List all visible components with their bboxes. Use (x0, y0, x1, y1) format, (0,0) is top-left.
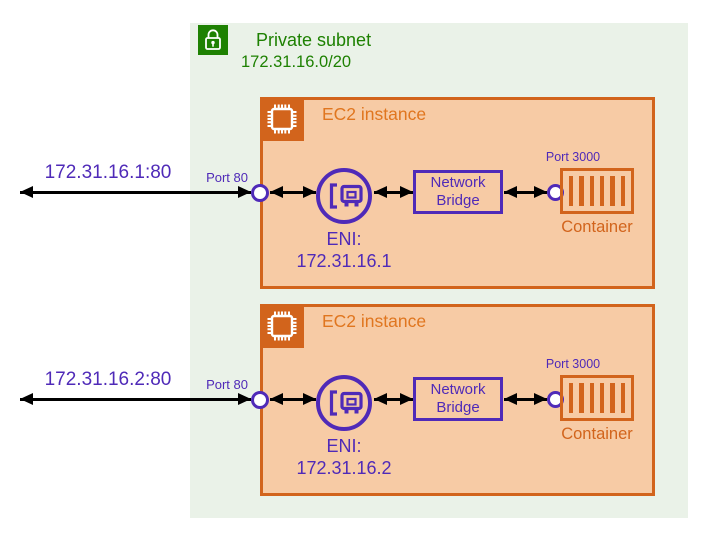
bridge-to-container-arrow (504, 393, 547, 405)
subnet-cidr: 172.31.16.0/20 (241, 53, 352, 71)
cpu-icon (260, 97, 304, 141)
subnet-title: Private subnet (256, 30, 372, 50)
external-ip-label: 172.31.16.1:80 (44, 162, 172, 183)
port-80-circle (251, 184, 269, 202)
container-label: Container (561, 425, 633, 443)
external-traffic-arrow (20, 186, 251, 198)
bridge-to-container-arrow (504, 186, 547, 198)
container-icon (560, 375, 634, 421)
ec2-instance-title: EC2 instance (322, 311, 427, 331)
ec2-instance-box (260, 304, 655, 496)
external-traffic-arrow (20, 393, 251, 405)
port-3000-label: Port 3000 (545, 150, 601, 164)
port-80-label: Port 80 (206, 377, 248, 392)
container-label: Container (561, 218, 633, 236)
eni-ip: 172.31.16.1 (296, 251, 392, 271)
port-80-circle (251, 391, 269, 409)
network-bridge-label: Network Bridge (430, 381, 486, 416)
external-ip-label: 172.31.16.2:80 (44, 369, 172, 390)
eni-to-bridge-arrow (374, 393, 413, 405)
lock-icon (198, 25, 228, 55)
port-to-eni-arrow (270, 186, 316, 198)
network-bridge-box: Network Bridge (413, 170, 503, 214)
container-icon (560, 168, 634, 214)
network-bridge-box: Network Bridge (413, 377, 503, 421)
port-to-eni-arrow (270, 393, 316, 405)
eni-to-bridge-arrow (374, 186, 413, 198)
eni-icon (314, 166, 374, 226)
network-bridge-label: Network Bridge (430, 174, 486, 209)
cpu-icon (260, 304, 304, 348)
eni-heading: ENI: (326, 436, 362, 456)
port-80-label: Port 80 (206, 170, 248, 185)
eni-label: ENI: 172.31.16.2 (279, 435, 409, 479)
eni-ip: 172.31.16.2 (296, 458, 392, 478)
eni-icon (314, 373, 374, 433)
port-3000-label: Port 3000 (545, 357, 601, 371)
ec2-instance-title: EC2 instance (322, 104, 427, 124)
eni-heading: ENI: (326, 229, 362, 249)
eni-label: ENI: 172.31.16.1 (279, 228, 409, 272)
